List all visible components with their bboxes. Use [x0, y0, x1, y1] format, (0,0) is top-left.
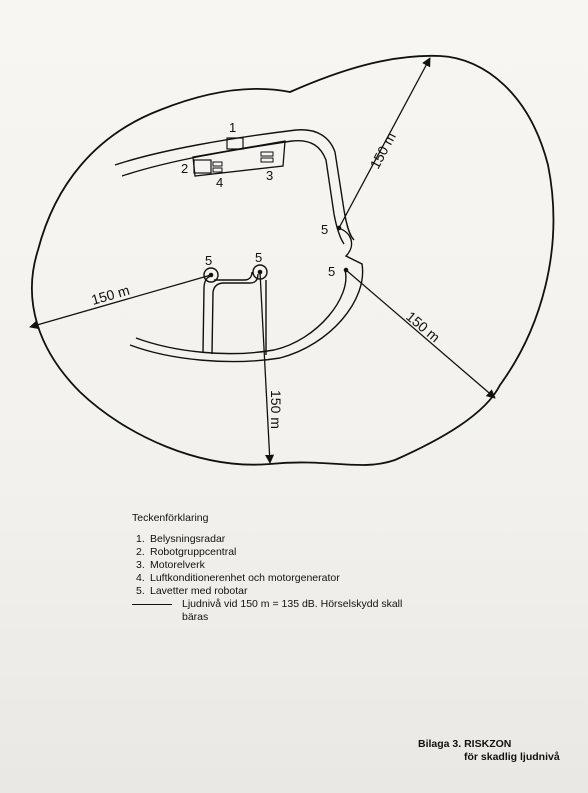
right-road-inner — [135, 269, 347, 355]
legend-item: 2.Robotgruppcentral — [136, 546, 237, 558]
building-aircon-b — [212, 167, 223, 173]
distance-arrow-upper-right — [338, 57, 431, 229]
marker-1: 1 — [229, 120, 236, 135]
marker-2: 2 — [181, 161, 188, 176]
building-radar — [226, 137, 244, 150]
building-central — [193, 159, 212, 174]
legend-line-text: Ljudnivå vid 150 m = 135 dB. Hörselskydd… — [182, 598, 403, 623]
distance-arrow-left — [29, 274, 212, 330]
distance-arrow-lower-right — [345, 269, 496, 399]
distance-label-lower-right: 150 m — [403, 308, 443, 345]
legend-title: Teckenförklaring — [132, 512, 209, 524]
upper-road — [114, 129, 355, 241]
marker-5-left: 5 — [205, 253, 212, 268]
building-aircon-a — [212, 161, 223, 167]
legend-line-swatch — [132, 604, 172, 605]
distance-label-down: 150 m — [268, 390, 284, 429]
legend: Teckenförklaring 1.Belysningsradar 2.Rob… — [132, 512, 432, 624]
upper-road-edge — [121, 140, 345, 245]
left-launcher-road-edge — [211, 273, 259, 355]
caption-line-2: för skadlig ljudnivå — [464, 751, 560, 763]
legend-list: 1.Belysningsradar 2.Robotgruppcentral 3.… — [132, 533, 432, 598]
risk-zone-boundary — [31, 54, 555, 466]
marker-5-lower-right: 5 — [328, 264, 335, 279]
distance-label-upper-right: 150 m — [367, 130, 399, 172]
legend-item: 1.Belysningsradar — [136, 533, 226, 545]
right-road — [129, 227, 364, 363]
marker-4: 4 — [216, 175, 223, 190]
marker-5-middle: 5 — [255, 250, 262, 265]
left-launcher-road — [202, 275, 213, 353]
caption-line-1: Bilaga 3. RISKZON — [418, 738, 512, 750]
figure-caption: Bilaga 3. RISKZON för skadlig ljudnivå — [418, 738, 560, 764]
middle-launcher-road — [214, 271, 253, 281]
distance-arrow-down — [259, 271, 275, 464]
legend-item: 3.Motorelverk — [136, 559, 205, 571]
legend-line-entry: Ljudnivå vid 150 m = 135 dB. Hörselskydd… — [132, 598, 432, 624]
building-engine-b — [260, 157, 274, 163]
launcher-pad-left — [203, 267, 219, 283]
building-engine-a — [260, 151, 274, 157]
legend-item: 5.Lavetter med robotar — [136, 585, 248, 597]
legend-item: 4.Luftkonditionerenhet och motorgenerato… — [136, 572, 340, 584]
marker-5-upper-right: 5 — [321, 222, 328, 237]
marker-3: 3 — [266, 168, 273, 183]
